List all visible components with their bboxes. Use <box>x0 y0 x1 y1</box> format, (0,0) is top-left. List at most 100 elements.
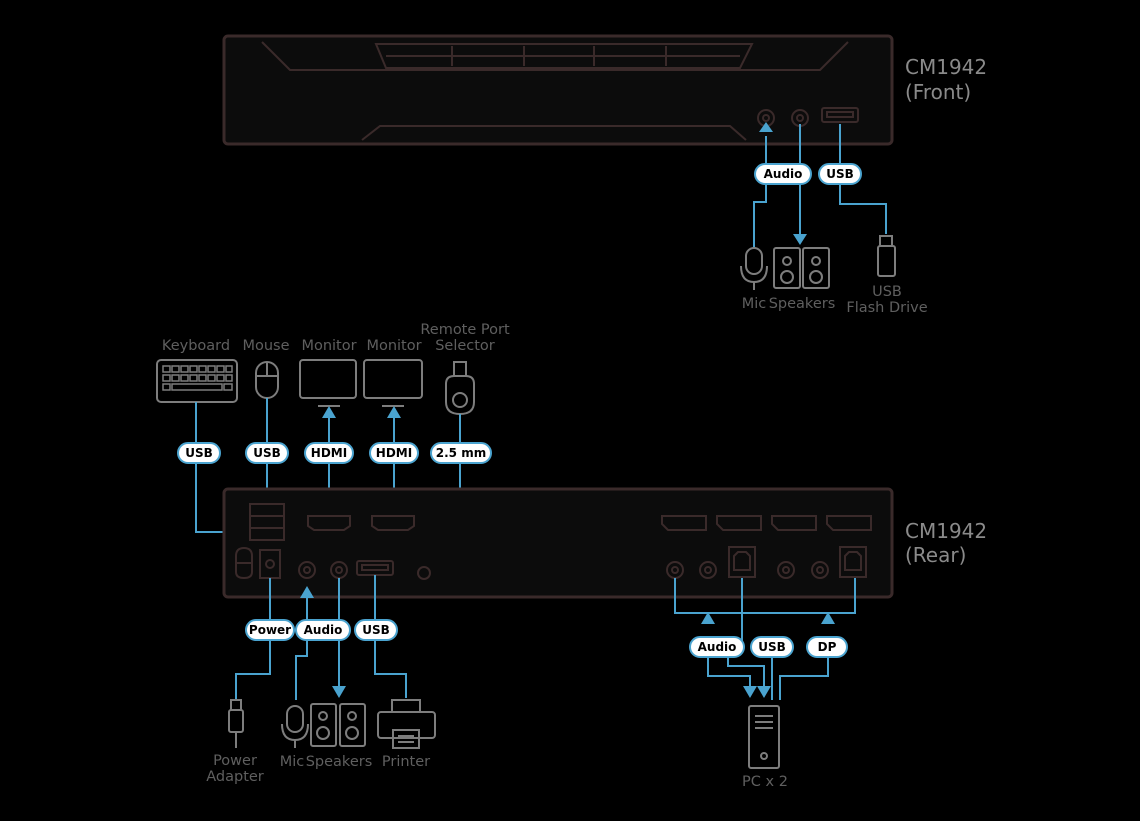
rear-pc1-speaker-jack <box>699 561 717 579</box>
keyboard-icon <box>156 359 238 403</box>
front-usb-drive-label-1: USB <box>872 284 902 300</box>
front-mic-label: Mic <box>742 296 767 312</box>
monitor1-label: Monitor <box>301 338 356 354</box>
front-view-label: (Front) <box>905 80 971 104</box>
rear-audio-pill: Audio <box>295 619 351 641</box>
rear-chassis <box>222 487 894 599</box>
svg-text:2.5 mm: 2.5 mm <box>436 446 486 460</box>
remote-selector-label-2: Selector <box>435 338 495 354</box>
monitor2-icon <box>363 359 423 407</box>
rear-hdmi-port-2 <box>371 515 415 531</box>
rear-dp-port-1 <box>661 515 707 531</box>
pc-bus-wire <box>674 578 856 614</box>
pc-audio-wire-2 <box>727 656 765 688</box>
pc-dp-down-wire <box>779 656 829 700</box>
rear-pc2-usb-b-port <box>839 546 867 578</box>
front-display-window <box>374 43 754 69</box>
svg-text:HDMI: HDMI <box>376 446 412 460</box>
svg-text:USB: USB <box>826 167 854 181</box>
mouse-usb-pill: USB <box>245 442 289 464</box>
svg-text:USB: USB <box>362 623 390 637</box>
front-speaker-arrow <box>793 234 807 245</box>
rear-hdmi-port-1 <box>307 515 351 531</box>
remote-port-selector-icon <box>445 361 475 416</box>
monitor2-arrow <box>387 406 401 418</box>
remote-selector-label-1: Remote Port <box>420 322 510 338</box>
front-speakers-icon <box>773 247 830 289</box>
printer-icon <box>377 699 436 749</box>
mouse-icon <box>255 361 279 399</box>
rear-speakers-icon <box>310 703 366 747</box>
power-adapter-label-2: Adapter <box>206 769 264 785</box>
rear-usb-stack <box>249 503 285 541</box>
rear-view-label: (Rear) <box>905 543 966 567</box>
rear-speakers-label: Speakers <box>306 754 373 770</box>
rear-mic-icon <box>281 705 309 748</box>
pc-label: PC x 2 <box>742 774 788 790</box>
rear-speaker-arrow <box>332 686 346 698</box>
front-unit <box>222 34 894 146</box>
rear-dp-port-2 <box>716 515 762 531</box>
pc-dp-arrow <box>821 612 835 624</box>
svg-text:USB: USB <box>253 446 281 460</box>
front-usb-pill: USB <box>818 163 862 185</box>
printer-label: Printer <box>382 754 430 770</box>
front-mic-wire <box>753 136 767 248</box>
pc-arrow-2 <box>757 686 771 698</box>
rear-model-label: CM1942 <box>905 519 987 543</box>
rear-remote-jack <box>417 566 431 580</box>
rear-mic-wire <box>295 598 308 700</box>
rear-mic-arrow <box>300 586 314 598</box>
monitor2-hdmi-pill: HDMI <box>369 442 419 464</box>
pc-audio-wire-1 <box>707 656 751 688</box>
keyboard-usb-pill: USB <box>177 442 221 464</box>
pc-usb-pill: USB <box>750 636 794 658</box>
svg-text:USB: USB <box>758 640 786 654</box>
svg-text:Audio: Audio <box>698 640 737 654</box>
keyboard-label: Keyboard <box>162 338 230 354</box>
svg-text:USB: USB <box>185 446 213 460</box>
rear-mic-label: Mic <box>280 754 305 770</box>
rear-power-switch <box>235 546 253 580</box>
front-chassis <box>222 34 894 146</box>
svg-text:Power: Power <box>249 623 291 637</box>
front-bezel-top <box>261 41 849 71</box>
power-adapter-icon <box>228 699 244 748</box>
pc-arrow-1 <box>743 686 757 698</box>
rear-pc2-speaker-jack <box>811 561 829 579</box>
power-adapter-label-1: Power <box>213 753 257 769</box>
rear-dp-port-4 <box>826 515 872 531</box>
front-mic-arrow <box>759 122 773 132</box>
pc-wires <box>674 578 856 700</box>
remote-2-5mm-pill: 2.5 mm <box>430 442 492 464</box>
rear-pc1-usb-b-port <box>728 546 756 578</box>
front-usb-drive-label-2: Flash Drive <box>846 300 927 316</box>
svg-text:Audio: Audio <box>304 623 343 637</box>
rear-dp-port-3 <box>771 515 817 531</box>
rear-pc2-mic-jack <box>777 561 795 579</box>
power-pill: Power <box>245 619 295 641</box>
monitor1-icon <box>299 359 357 407</box>
usb-flash-drive-icon <box>877 235 896 277</box>
front-bezel-bottom <box>361 125 747 141</box>
svg-text:Audio: Audio <box>764 167 803 181</box>
front-speakers-label: Speakers <box>769 296 836 312</box>
pc-audio-arrow <box>701 612 715 624</box>
pc-audio-pill: Audio <box>689 636 745 658</box>
rear-mic-jack <box>298 561 316 579</box>
pc-tower-icon <box>748 705 780 769</box>
front-model-label: CM1942 <box>905 55 987 79</box>
svg-text:DP: DP <box>818 640 837 654</box>
monitor2-label: Monitor <box>366 338 421 354</box>
front-mic-icon <box>740 247 768 290</box>
svg-text:HDMI: HDMI <box>311 446 347 460</box>
monitor1-hdmi-pill: HDMI <box>304 442 354 464</box>
rear-unit <box>222 487 894 599</box>
pc-dp-pill: DP <box>806 636 848 658</box>
monitor1-arrow <box>322 406 336 418</box>
rear-usb-pill: USB <box>354 619 398 641</box>
front-usb-port <box>821 107 859 123</box>
front-audio-pill: Audio <box>754 163 812 185</box>
mouse-label: Mouse <box>242 338 289 354</box>
